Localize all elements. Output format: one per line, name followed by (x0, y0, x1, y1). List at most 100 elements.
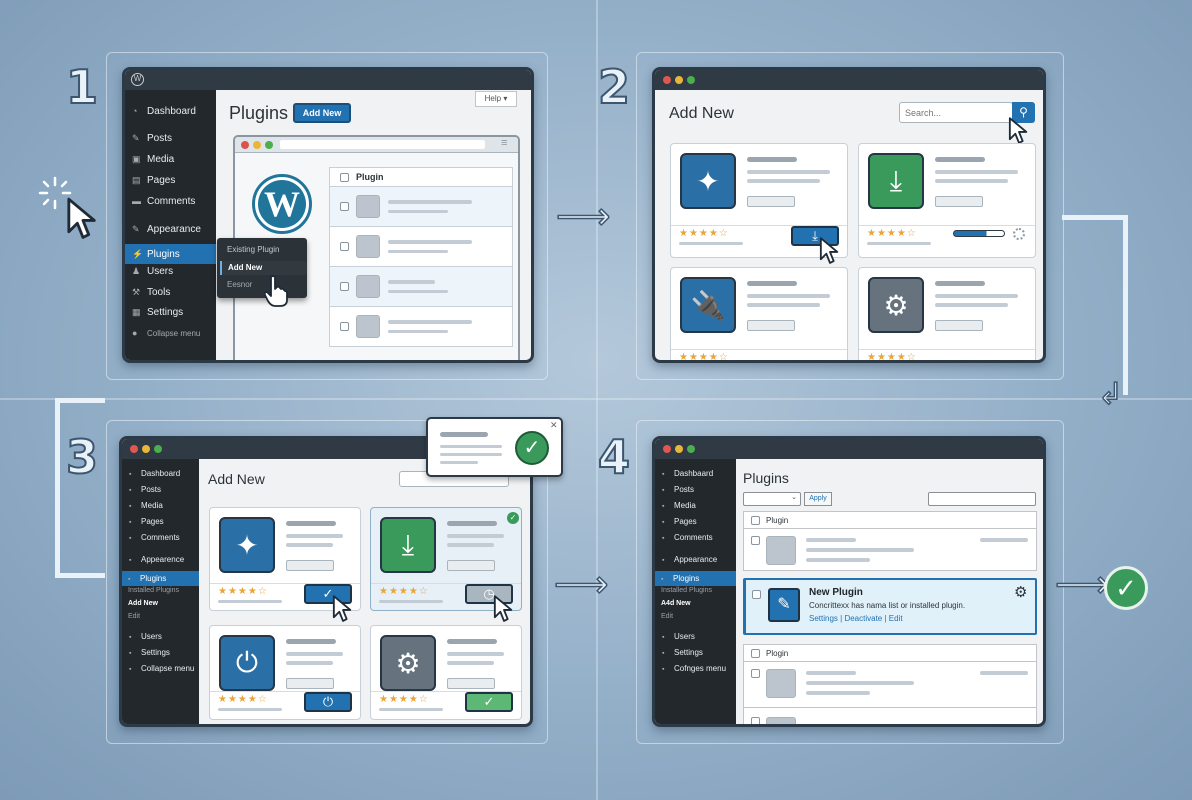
step-3-frame (106, 420, 548, 744)
row-checkbox[interactable] (340, 242, 349, 251)
edit-link[interactable]: Edit (888, 614, 903, 623)
sidebar-item-installed-plugins[interactable]: Installed Plugins (128, 587, 179, 594)
search-input[interactable] (899, 102, 1013, 123)
sidebar-item-posts[interactable]: ▪Posts (129, 485, 161, 494)
cofnges-menu-icon: ▪ (662, 666, 665, 673)
step-4-frame (636, 420, 1064, 744)
sidebar-item-installed-plugins[interactable]: Installed Plugins (661, 587, 712, 594)
select-all-checkbox[interactable] (751, 649, 760, 658)
plugin-icon: 🔌 (680, 277, 736, 333)
sidebar-item-comments[interactable]: ▬Comments (132, 196, 195, 207)
sidebar-item-tools[interactable]: ⚒Tools (132, 287, 170, 298)
sidebar-item-pages[interactable]: ▪Pages (129, 517, 164, 526)
sidebar-item-edit[interactable]: Edit (128, 613, 140, 620)
row-checkbox[interactable] (751, 536, 760, 545)
sidebar-item-edit[interactable]: Edit (661, 613, 673, 620)
sidebar-item-media[interactable]: ▣Media (132, 154, 174, 165)
sidebar-item-add-new[interactable]: Add New (128, 600, 158, 607)
sidebar-item-appearance[interactable]: ▪Appearance (662, 555, 717, 564)
download-icon: ⤓ (401, 528, 415, 560)
install-button[interactable]: ⤓ (791, 226, 839, 246)
sidebar-item-settings[interactable]: ▪Settings (129, 648, 170, 657)
plugins-icon: ▪ (128, 576, 131, 583)
sidebar-item-label: Pages (674, 517, 697, 526)
deactivate-link[interactable]: Deactivate (844, 614, 883, 623)
search-input[interactable] (928, 492, 1036, 506)
row-checkbox[interactable] (751, 669, 760, 678)
sidebar-item-plugins[interactable]: ⚡Plugins (125, 244, 216, 264)
url-bar[interactable] (280, 140, 485, 149)
select-all-checkbox[interactable] (340, 173, 349, 182)
magic-wand-icon: ✦ (235, 529, 259, 561)
sidebar-item-pages[interactable]: ▪Pages (662, 517, 697, 526)
placeholder-line (218, 708, 282, 711)
flyout-item-editor[interactable]: Eesnor (227, 280, 253, 289)
sidebar-item-a4d-new[interactable]: A4d New (661, 600, 691, 607)
sidebar-item-label: Plogins (673, 574, 700, 583)
sidebar-item-dashboard[interactable]: ◔Dashboard (132, 106, 196, 117)
apply-button[interactable]: Apply (804, 492, 832, 506)
placeholder-line (679, 242, 743, 245)
plugin-table-2: Plogin (743, 644, 1037, 724)
rating-stars: ★★★★☆ (379, 586, 429, 597)
flyout-item-existing-plugin[interactable]: Existing Plugin (227, 245, 280, 254)
installed-button[interactable]: ✓ (304, 584, 352, 604)
add-new-button[interactable]: Add New (293, 103, 351, 123)
sidebar-item-pages[interactable]: ▤Pages (132, 175, 175, 186)
placeholder-line (447, 521, 497, 526)
activate-button[interactable]: ⏻ (304, 692, 352, 712)
posts-icon: ▪ (129, 487, 132, 494)
sidebar-item-posts[interactable]: ▪Posts (662, 485, 694, 494)
placeholder-line (747, 303, 820, 307)
plugin-card: ✦★★★★☆✓ (209, 507, 361, 622)
sidebar-item-settings[interactable]: ▦Settings (132, 307, 183, 318)
sidebar-item-media[interactable]: ▪Media (129, 501, 163, 510)
sidebar-item-comments[interactable]: ▪Comments (662, 533, 713, 542)
connector-arrow-down (1062, 215, 1128, 395)
flyout-item-add-new[interactable]: Add New (220, 261, 307, 275)
click-burst-icon (38, 176, 72, 210)
sidebar-item-appearence[interactable]: ▪Appearence (129, 555, 184, 564)
menu-icon[interactable]: ≡ (501, 137, 508, 149)
row-checkbox[interactable] (751, 717, 760, 724)
row-checkbox[interactable] (340, 202, 349, 211)
activating-button[interactable]: ◷ (465, 584, 513, 604)
sidebar-item-comments[interactable]: ▪Comments (129, 533, 180, 542)
sidebar-item-users[interactable]: ▪Users (129, 632, 162, 641)
table-row (330, 266, 512, 306)
search-button[interactable]: ⚲ (1012, 102, 1035, 123)
sidebar-item-dashbaard[interactable]: ▪Dashbaard (662, 469, 713, 478)
row-checkbox[interactable] (340, 282, 349, 291)
dashboard-icon: ◔ (132, 106, 138, 116)
row-checkbox[interactable] (340, 322, 349, 331)
close-icon[interactable]: ✕ (550, 420, 558, 430)
row-checkbox[interactable] (752, 590, 761, 599)
sidebar-item-dashboard[interactable]: ▪Dashboard (129, 469, 180, 478)
sidebar-item-users[interactable]: ▪Users (662, 632, 695, 641)
plugin-icon: ⤓ (380, 517, 436, 573)
help-button[interactable]: Help ▾ (475, 91, 517, 107)
placeholder-button (447, 560, 495, 571)
plugin-description: Concrittexx has nama list or installed p… (809, 601, 966, 610)
sidebar-item-users[interactable]: ♟Users (132, 266, 173, 277)
select-all-checkbox[interactable] (751, 516, 760, 525)
sidebar-item-label: Comments (141, 533, 180, 542)
sidebar-item-collapse-menu[interactable]: ●Collapse menu (132, 328, 200, 338)
settings-link[interactable]: Settings (809, 614, 838, 623)
sidebar-item-media[interactable]: ▪Media (662, 501, 696, 510)
table-row (330, 226, 512, 266)
activated-button[interactable]: ✓ (465, 692, 513, 712)
bulk-action-select[interactable]: ⌄ (743, 492, 801, 506)
sidebar-item-cofnges-menu[interactable]: ▪Cofnges menu (662, 664, 726, 673)
sidebar-item-appearance[interactable]: ✎Appearance (132, 224, 201, 235)
sidebar-item-settings[interactable]: ▪Settings (662, 648, 703, 657)
sidebar-item-plogins[interactable]: ▪Plogins (655, 571, 736, 586)
sidebar-item-label: Settings (141, 648, 170, 657)
sidebar-item-posts[interactable]: ✎Posts (132, 133, 172, 144)
brush-icon: ✎ (132, 224, 140, 234)
gear-icon[interactable]: ⚙ (1014, 584, 1028, 601)
sidebar-item-plugins[interactable]: ▪Plugins (122, 571, 199, 586)
sidebar-item-label: Edit (661, 613, 674, 620)
placeholder-line (388, 320, 472, 324)
sidebar-item-collapse-menu[interactable]: ▪Collapse menu (129, 664, 194, 673)
